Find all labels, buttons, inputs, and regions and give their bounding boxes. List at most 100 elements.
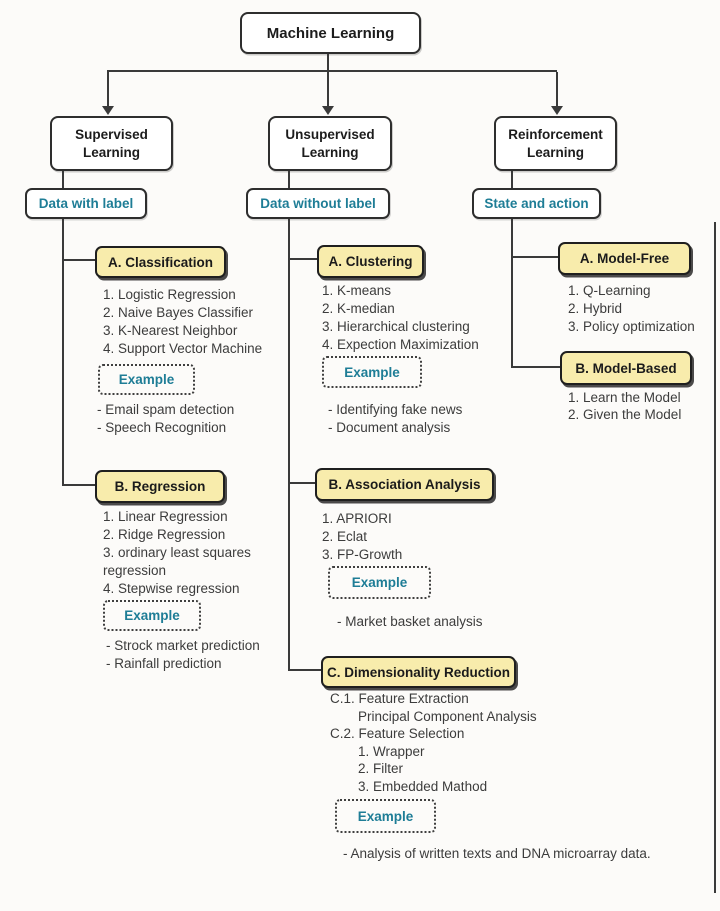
model-free-items: 1. Q-Learning 2. Hybrid 3. Policy optimi… (568, 282, 695, 336)
connector-to-model-based (511, 366, 560, 368)
example-item: - Rainfall prediction (106, 656, 222, 671)
example-label: Example (118, 372, 175, 387)
connector-to-classification (64, 259, 95, 261)
arrowhead-down-icon (551, 106, 563, 115)
connector-to-association (290, 482, 315, 484)
connector-supervised-spine (62, 215, 64, 486)
list-item: Principal Component Analysis (358, 708, 537, 724)
tag-label: Data without label (260, 196, 376, 211)
regression-items: 1. Linear Regression 2. Ridge Regression… (103, 508, 263, 598)
list-item: 4. Expection Maximization (322, 337, 479, 352)
heading-label: A. Clustering (328, 254, 413, 269)
list-item: 2. Filter (358, 761, 404, 776)
example-badge-association: Example (328, 566, 431, 599)
list-item: 3. FP-Growth (322, 547, 403, 562)
list-item: 1. Learn the Model (568, 390, 681, 405)
example-item: - Analysis of written texts and DNA micr… (343, 846, 651, 861)
tag-data-without-label: Data without label (246, 188, 390, 219)
branch-node-reinforcement: Reinforcement Learning (494, 116, 617, 171)
example-item: - Market basket analysis (337, 614, 483, 629)
frame-right-edge (714, 222, 716, 893)
connector-unsupervised-tag (288, 167, 290, 188)
heading-label: C. Dimensionality Reduction (326, 664, 511, 680)
example-badge-classification: Example (98, 364, 195, 395)
connector-to-unsupervised (327, 72, 329, 106)
connector-root-stub (327, 50, 329, 72)
connector-to-regression (62, 484, 95, 486)
heading-model-free: A. Model-Free (558, 242, 691, 275)
list-item: 2. Ridge Regression (103, 527, 226, 542)
connector-reinforcement-spine (511, 215, 513, 368)
dimensionality-examples: - Analysis of written texts and DNA micr… (343, 845, 653, 862)
connector-top-horizontal (107, 70, 557, 72)
list-item: 3. Hierarchical clustering (322, 319, 470, 334)
arrowhead-down-icon (102, 106, 114, 115)
root-label: Machine Learning (266, 24, 395, 42)
connector-to-model-free (513, 256, 558, 258)
heading-label: A. Model-Free (579, 251, 670, 266)
list-item: 3. Embedded Mathod (358, 778, 488, 794)
list-item: 1. Q-Learning (568, 283, 651, 298)
list-item: 2. Given the Model (568, 407, 682, 422)
clustering-examples: - Identifying fake news - Document analy… (328, 401, 462, 437)
association-examples: - Market basket analysis (337, 613, 483, 631)
branch-label: Reinforcement Learning (508, 126, 603, 160)
list-item: 2. K-median (322, 301, 395, 316)
list-item: 1. Logistic Regression (103, 287, 236, 302)
example-badge-clustering: Example (322, 356, 422, 388)
model-based-items: 1. Learn the Model 2. Given the Model (568, 389, 681, 423)
connector-unsupervised-spine (288, 215, 290, 671)
classification-items: 1. Logistic Regression 2. Naive Bayes Cl… (103, 286, 275, 358)
example-item: - Strock market prediction (106, 638, 260, 653)
association-items: 1. APRIORI 2. Eclat 3. FP-Growth (322, 510, 402, 564)
classification-examples: - Email spam detection - Speech Recognit… (97, 401, 234, 437)
regression-examples: - Strock market prediction - Rainfall pr… (106, 637, 260, 673)
arrowhead-down-icon (322, 106, 334, 115)
example-label: Example (124, 608, 180, 623)
branch-node-supervised: Supervised Learning (50, 116, 173, 171)
example-item: - Identifying fake news (328, 402, 463, 417)
branch-node-unsupervised: Unsupervised Learning (268, 116, 392, 171)
example-item: - Document analysis (328, 420, 451, 435)
tag-data-with-label: Data with label (25, 188, 147, 219)
example-badge-regression: Example (103, 600, 201, 631)
heading-model-based: B. Model-Based (560, 351, 692, 385)
list-item: 1. APRIORI (322, 511, 392, 526)
heading-label: B. Regression (114, 479, 206, 494)
root-node-machine-learning: Machine Learning (240, 12, 421, 54)
connector-to-reinforcement (556, 72, 558, 106)
connector-reinforcement-tag (511, 167, 513, 188)
list-item: 1. Linear Regression (103, 509, 228, 524)
heading-label: A. Classification (107, 254, 214, 270)
list-item: 3. ordinary least squares regression (103, 545, 251, 578)
branch-label: Unsupervised Learning (285, 126, 375, 160)
list-item: C.2. Feature Selection (330, 726, 465, 741)
example-label: Example (351, 575, 408, 590)
tag-state-and-action: State and action (472, 188, 601, 219)
list-item: 3. K-Nearest Neighbor (103, 323, 238, 338)
heading-label: B. Model-Based (575, 360, 677, 376)
dimensionality-items: C.1. Feature Extraction Principal Compon… (330, 690, 560, 795)
connector-to-clustering (290, 258, 317, 260)
tag-label: State and action (484, 196, 589, 211)
list-item: 2. Eclat (322, 529, 368, 544)
heading-classification: A. Classification (95, 246, 226, 278)
connector-to-supervised (107, 72, 109, 106)
list-item: 1. Wrapper (358, 743, 425, 759)
example-badge-dimensionality: Example (335, 799, 436, 833)
list-item: 4. Support Vector Machine (103, 341, 263, 356)
list-item: 4. Stepwise regression (103, 581, 240, 596)
list-item: C.1. Feature Extraction (330, 691, 469, 706)
list-item: 1. K-means (322, 283, 392, 298)
example-item: - Email spam detection (97, 402, 235, 417)
heading-dimensionality: C. Dimensionality Reduction (321, 656, 516, 688)
list-item: 2. Hybrid (568, 301, 623, 316)
heading-regression: B. Regression (95, 470, 225, 503)
example-item: - Speech Recognition (97, 420, 227, 435)
list-item: 3. Policy optimization (568, 319, 695, 334)
example-label: Example (357, 808, 414, 824)
heading-label: B. Association Analysis (328, 477, 481, 492)
connector-supervised-tag (62, 167, 64, 188)
clustering-items: 1. K-means 2. K-median 3. Hierarchical c… (322, 282, 512, 354)
